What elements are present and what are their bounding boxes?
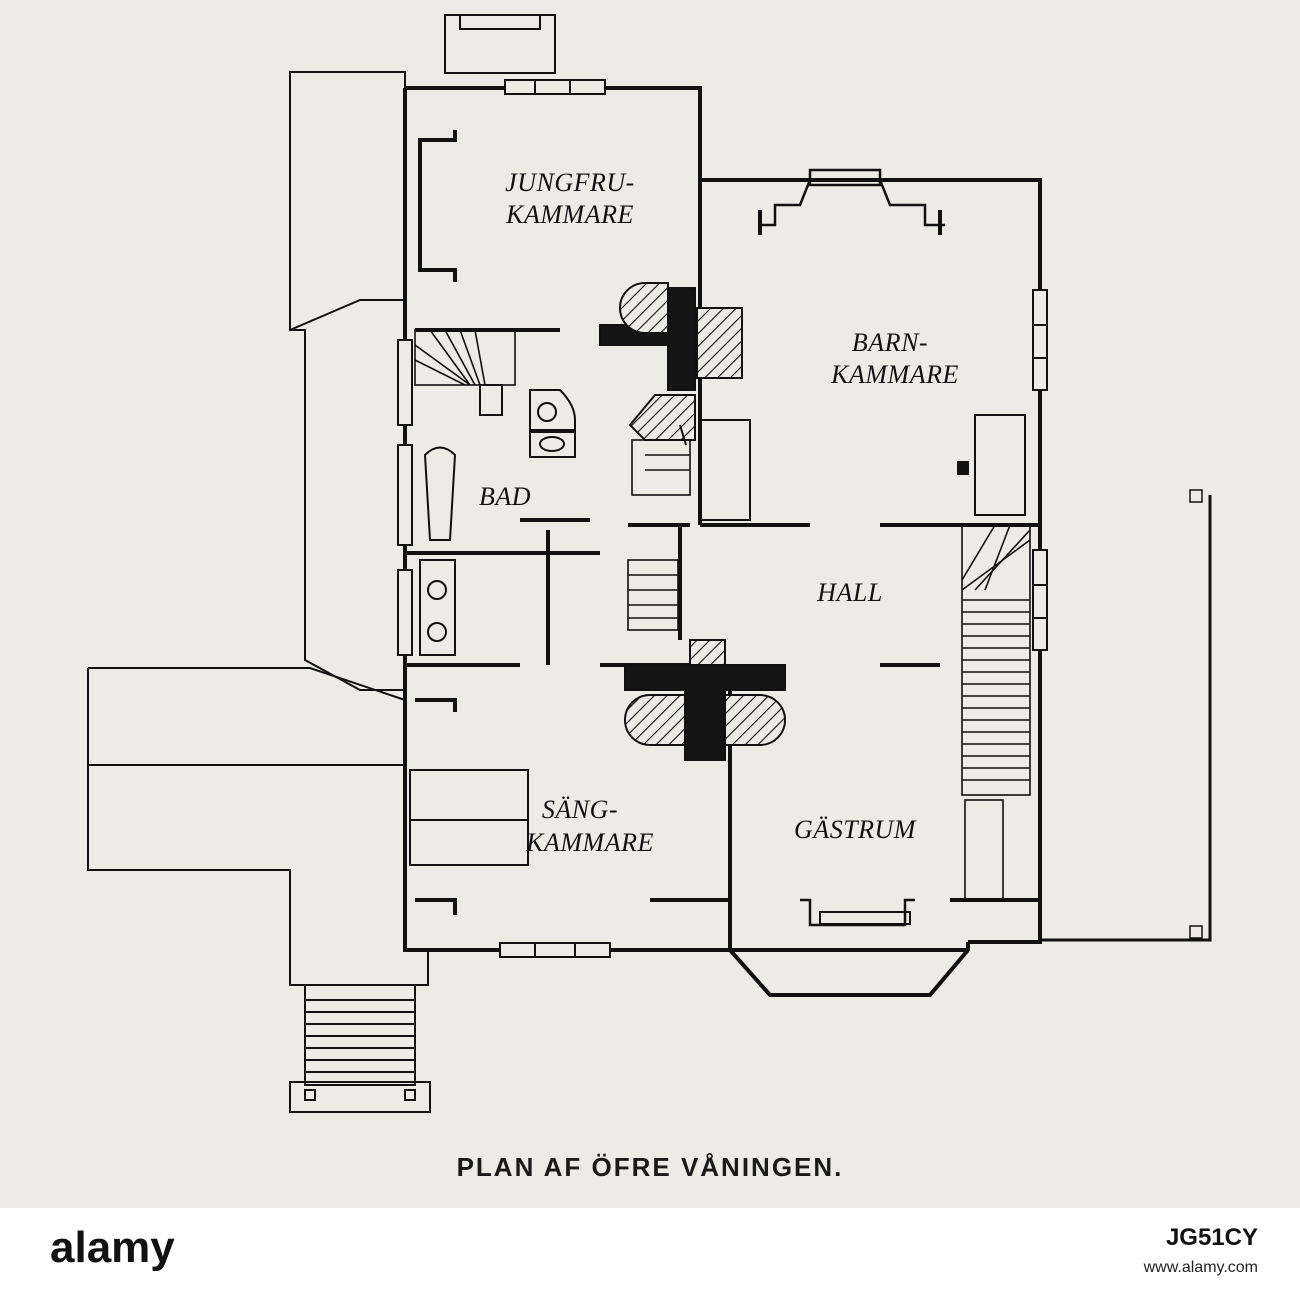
watermark-footer: [0, 1208, 1300, 1296]
fixtures: [409, 384, 1026, 866]
brand-url: www.alamy.com: [1143, 1259, 1258, 1276]
hatched-flues: [619, 282, 786, 746]
top-chimney: [444, 14, 556, 74]
room-label-gastrum: GÄSTRUM: [794, 815, 916, 844]
brand-logo: alamy: [50, 1223, 175, 1272]
floor-plan-drawing: [87, 14, 1212, 1113]
main-stair-treads: [961, 524, 1031, 781]
room-label-jungfrukammare-line1: JUNGFRU-: [505, 168, 635, 197]
room-label-jungfrukammare-line2: KAMMARE: [506, 200, 634, 229]
floor-plan-figure: JUNGFRU- KAMMARE BARN- KAMMARE BAD HALL …: [87, 14, 1212, 1182]
image-id-label: JG51CY: [1165, 1224, 1258, 1251]
entrance-steps: [289, 984, 431, 1113]
room-label-barnkammare-line1: BARN-: [851, 328, 929, 357]
left-wing-outline: [87, 71, 429, 986]
room-label-barnkammare-line2: KAMMARE: [831, 360, 959, 389]
room-label-bad: BAD: [478, 482, 532, 511]
fireplaces: [760, 168, 945, 927]
staircases: [414, 329, 1031, 901]
windows: [397, 79, 1048, 958]
plan-caption: PLAN AF ÖFRE VÅNINGEN.: [456, 1152, 844, 1182]
side-porch: [1040, 489, 1212, 942]
room-label-sangkammare-line1: SÄNG-: [541, 795, 619, 824]
room-label-sangkammare-line2: KAMMARE: [526, 828, 654, 857]
room-label-hall: HALL: [817, 578, 883, 607]
